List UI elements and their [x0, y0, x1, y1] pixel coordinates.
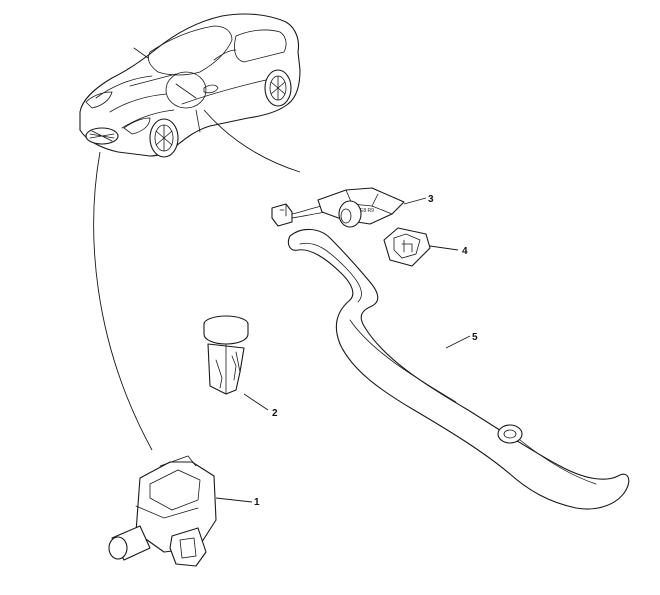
part-2-plug [203, 315, 249, 395]
svg-text:E8 R9: E8 R9 [360, 208, 374, 214]
leader-5 [445, 335, 471, 349]
leader-2 [243, 393, 269, 411]
car-illustration [79, 13, 301, 158]
leader-3 [403, 197, 427, 205]
leader-4 [429, 245, 459, 251]
callout-2: 2 [272, 408, 278, 419]
callout-5: 5 [472, 332, 478, 343]
callout-1: 1 [254, 497, 260, 508]
part-3-connector-assembly: E8 R9 [271, 187, 405, 228]
callout-3: 3 [428, 194, 434, 205]
leader-1 [215, 497, 253, 503]
detail-circle [165, 71, 207, 109]
part-4-clip [383, 227, 431, 267]
callout-4: 4 [462, 246, 468, 257]
detail-leader-to-harness [203, 109, 301, 173]
part-5-hose [287, 228, 630, 510]
detail-leader-to-switch [93, 151, 153, 451]
part-1-switch [108, 455, 217, 567]
